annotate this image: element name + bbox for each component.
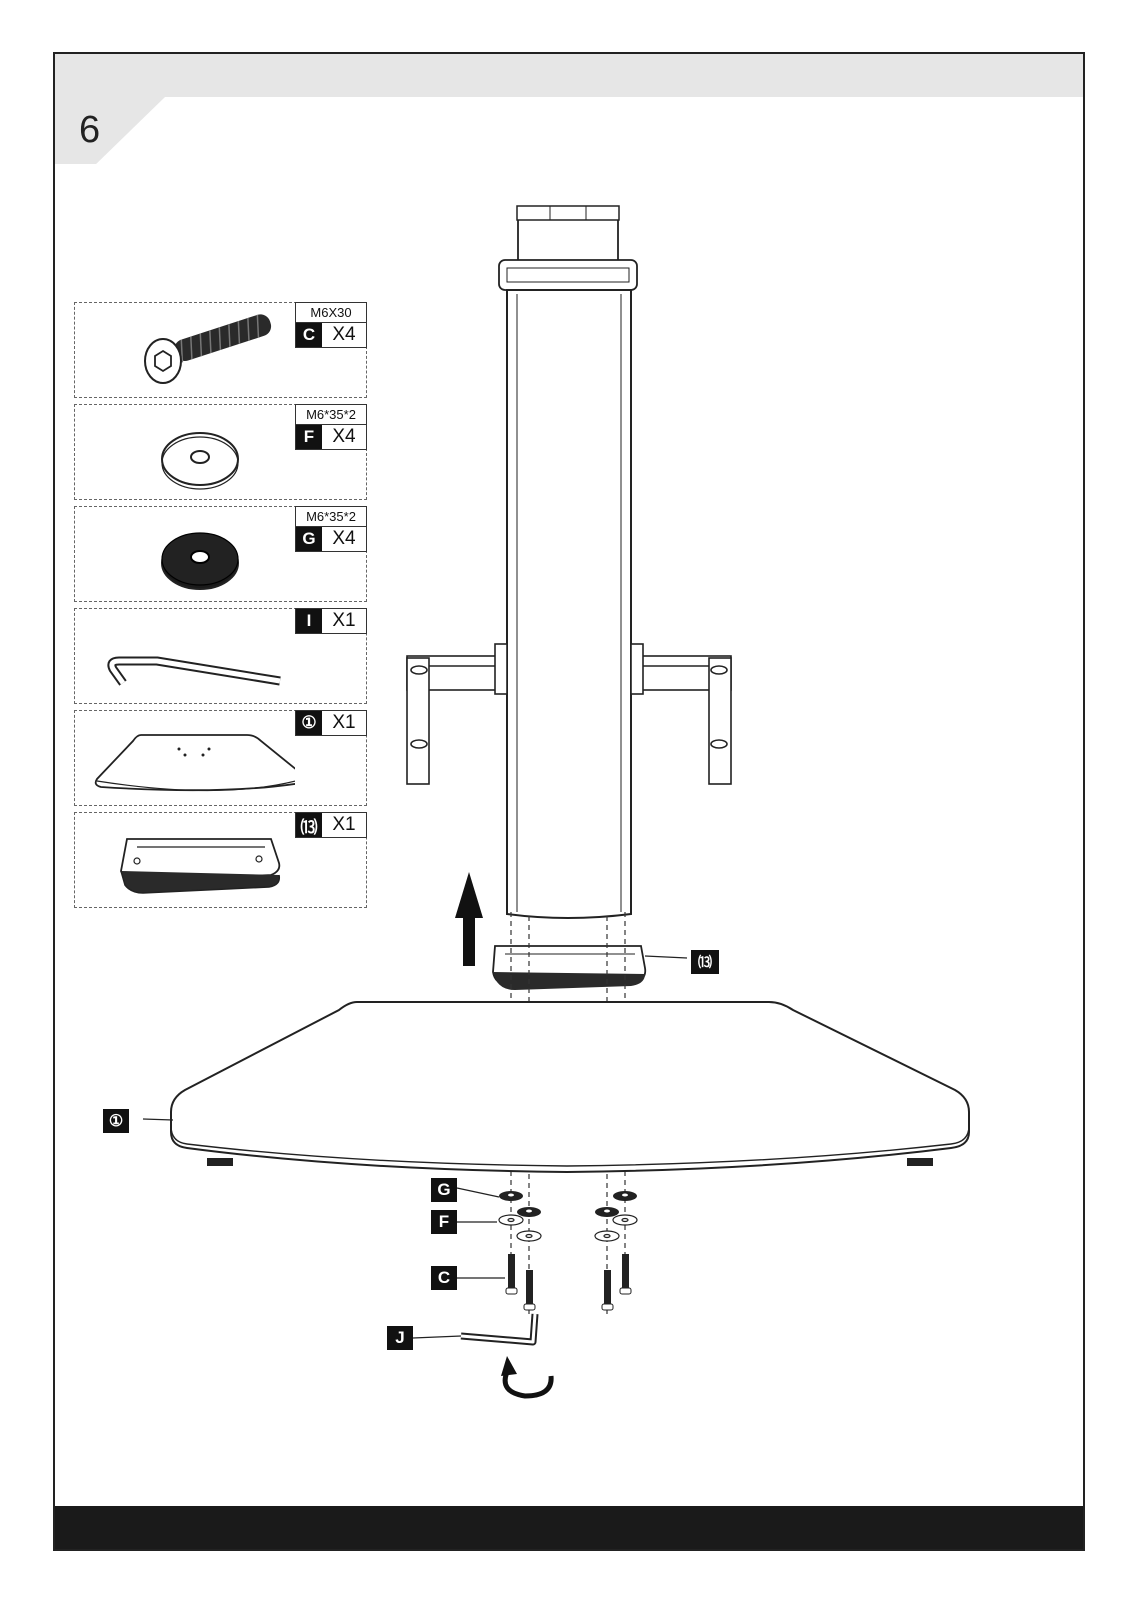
step-tab: [55, 54, 165, 164]
callout-c: C: [431, 1266, 457, 1290]
part-quantity: X1: [332, 610, 356, 631]
part-spec: M6X30: [296, 303, 366, 323]
rotate-arrow-icon: [501, 1356, 554, 1399]
part-tag-i: I X1: [295, 608, 367, 634]
part-quantity: X4: [332, 426, 356, 447]
part-box-1: ① X1: [74, 710, 367, 806]
white-washer-icon: [161, 432, 239, 490]
hex-key-tool: [460, 1313, 539, 1346]
part-tag-13: ⒀ X1: [295, 812, 367, 838]
part-tag-1: ① X1: [295, 710, 367, 736]
up-arrow-icon: [455, 872, 483, 966]
part-letter: C: [296, 323, 322, 347]
step-number: 6: [79, 109, 101, 151]
part-letter: ①: [296, 711, 322, 735]
part-box-13: ⒀ X1: [74, 812, 367, 908]
black-washers: [499, 1191, 637, 1217]
callout-f: F: [431, 1210, 457, 1234]
part-box-g: M6*35*2 G X4: [74, 506, 367, 602]
part-quantity: X1: [332, 814, 356, 835]
base-cover-icon: [120, 838, 281, 894]
column-tube: [506, 289, 632, 919]
callout-g: G: [431, 1178, 457, 1202]
header-band: [55, 54, 1083, 97]
screw-icon: [144, 314, 272, 384]
black-washer-icon: [161, 532, 239, 590]
part-spec: M6*35*2: [296, 405, 366, 425]
callout-base-cover: ⒀: [691, 950, 719, 974]
footer-bar: [55, 1506, 1083, 1549]
callout-base-plate: ①: [103, 1109, 129, 1133]
white-washers: [498, 1214, 638, 1242]
callout-j: J: [387, 1326, 413, 1350]
part-tag-g: M6*35*2 G X4: [295, 506, 367, 552]
hex-key-icon: [107, 656, 281, 686]
leader-lines: [142, 1118, 505, 1339]
part-box-i: I X1: [74, 608, 367, 704]
part-letter: I: [296, 609, 322, 633]
part-spec: M6*35*2: [296, 507, 366, 527]
column-top-cap: [498, 205, 638, 291]
part-letter: ⒀: [296, 813, 322, 837]
part-box-f: M6*35*2 F X4: [74, 404, 367, 500]
screws: [505, 1254, 632, 1311]
part-tag-c: M6X30 C X4: [295, 302, 367, 348]
part-tag-f: M6*35*2 F X4: [295, 404, 367, 450]
part-quantity: X4: [332, 324, 356, 345]
right-bracket: [630, 643, 732, 785]
base-plate-part: [170, 1001, 970, 1174]
part-quantity: X4: [332, 528, 356, 549]
base-plate-icon: [94, 734, 295, 792]
left-bracket: [406, 643, 508, 785]
part-letter: G: [296, 527, 322, 551]
part-box-c: M6X30 C X4: [74, 302, 367, 398]
instruction-page: 6 M6X30 C X4: [53, 52, 1085, 1551]
base-cover-part: [492, 945, 688, 990]
part-quantity: X1: [332, 712, 356, 733]
part-letter: F: [296, 425, 322, 449]
assembly-illustration: [142, 205, 970, 1399]
